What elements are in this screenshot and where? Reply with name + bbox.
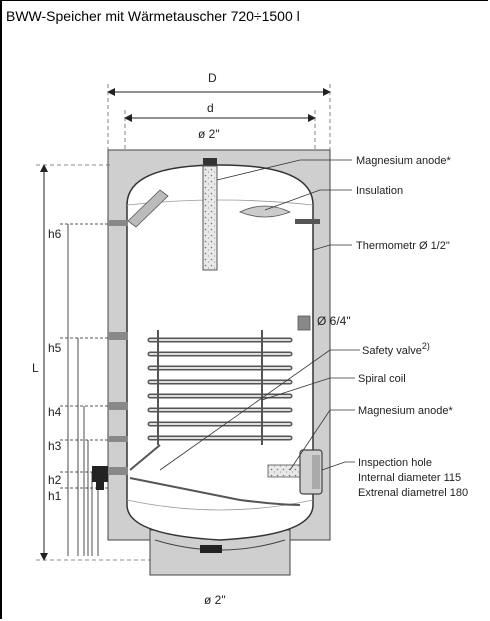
callout-inspection-hole: Inspection hole	[358, 457, 432, 469]
callout-spiral-coil: Spiral coil	[358, 373, 406, 385]
magnesium-anode-top	[202, 158, 218, 271]
callout-internal-diameter: Internal diameter 115	[358, 472, 461, 484]
label-h6: h6	[48, 227, 62, 241]
callout-external-diameter: Extrenal diametrel 180	[358, 487, 468, 499]
bottom-drain	[200, 499, 301, 553]
label-bottom-port: ø 2"	[204, 593, 226, 607]
height-dimension: L	[32, 164, 150, 561]
label-side-port: Ø 6/4"	[317, 314, 351, 328]
outer-diameter-dimension: D	[107, 71, 331, 165]
label-D: D	[208, 71, 217, 85]
label-h5: h5	[48, 341, 62, 355]
insulation-sensor	[239, 205, 320, 224]
label-h4: h4	[48, 405, 62, 419]
callout-magnesium-anode-bottom: Magnesium anode*	[358, 405, 454, 417]
callout-leaders	[159, 159, 360, 471]
magnesium-anode-bottom	[267, 464, 301, 478]
label-d: d	[207, 101, 214, 115]
spiral-coil-inner	[149, 339, 291, 439]
callout-magnesium-anode-top: Magnesium anode*	[356, 155, 452, 167]
label-h1: h1	[48, 489, 62, 503]
callout-safety-valve: Safety valve2)	[362, 341, 430, 357]
coil-risers	[129, 330, 263, 501]
port-height-dimensions	[60, 223, 108, 556]
label-top-port: ø 2"	[198, 127, 220, 141]
label-h2: h2	[48, 473, 62, 487]
top-left-pipe	[108, 189, 169, 228]
callout-insulation: Insulation	[356, 185, 403, 197]
callout-thermometer: Thermometr Ø 1/2"	[356, 240, 450, 252]
label-h3: h3	[48, 439, 62, 453]
page-title: BWW-Speicher mit Wärmetauscher 720÷1500 …	[6, 8, 300, 24]
side-ports	[92, 315, 311, 490]
label-L: L	[32, 361, 39, 375]
inspection-hole	[299, 449, 323, 495]
